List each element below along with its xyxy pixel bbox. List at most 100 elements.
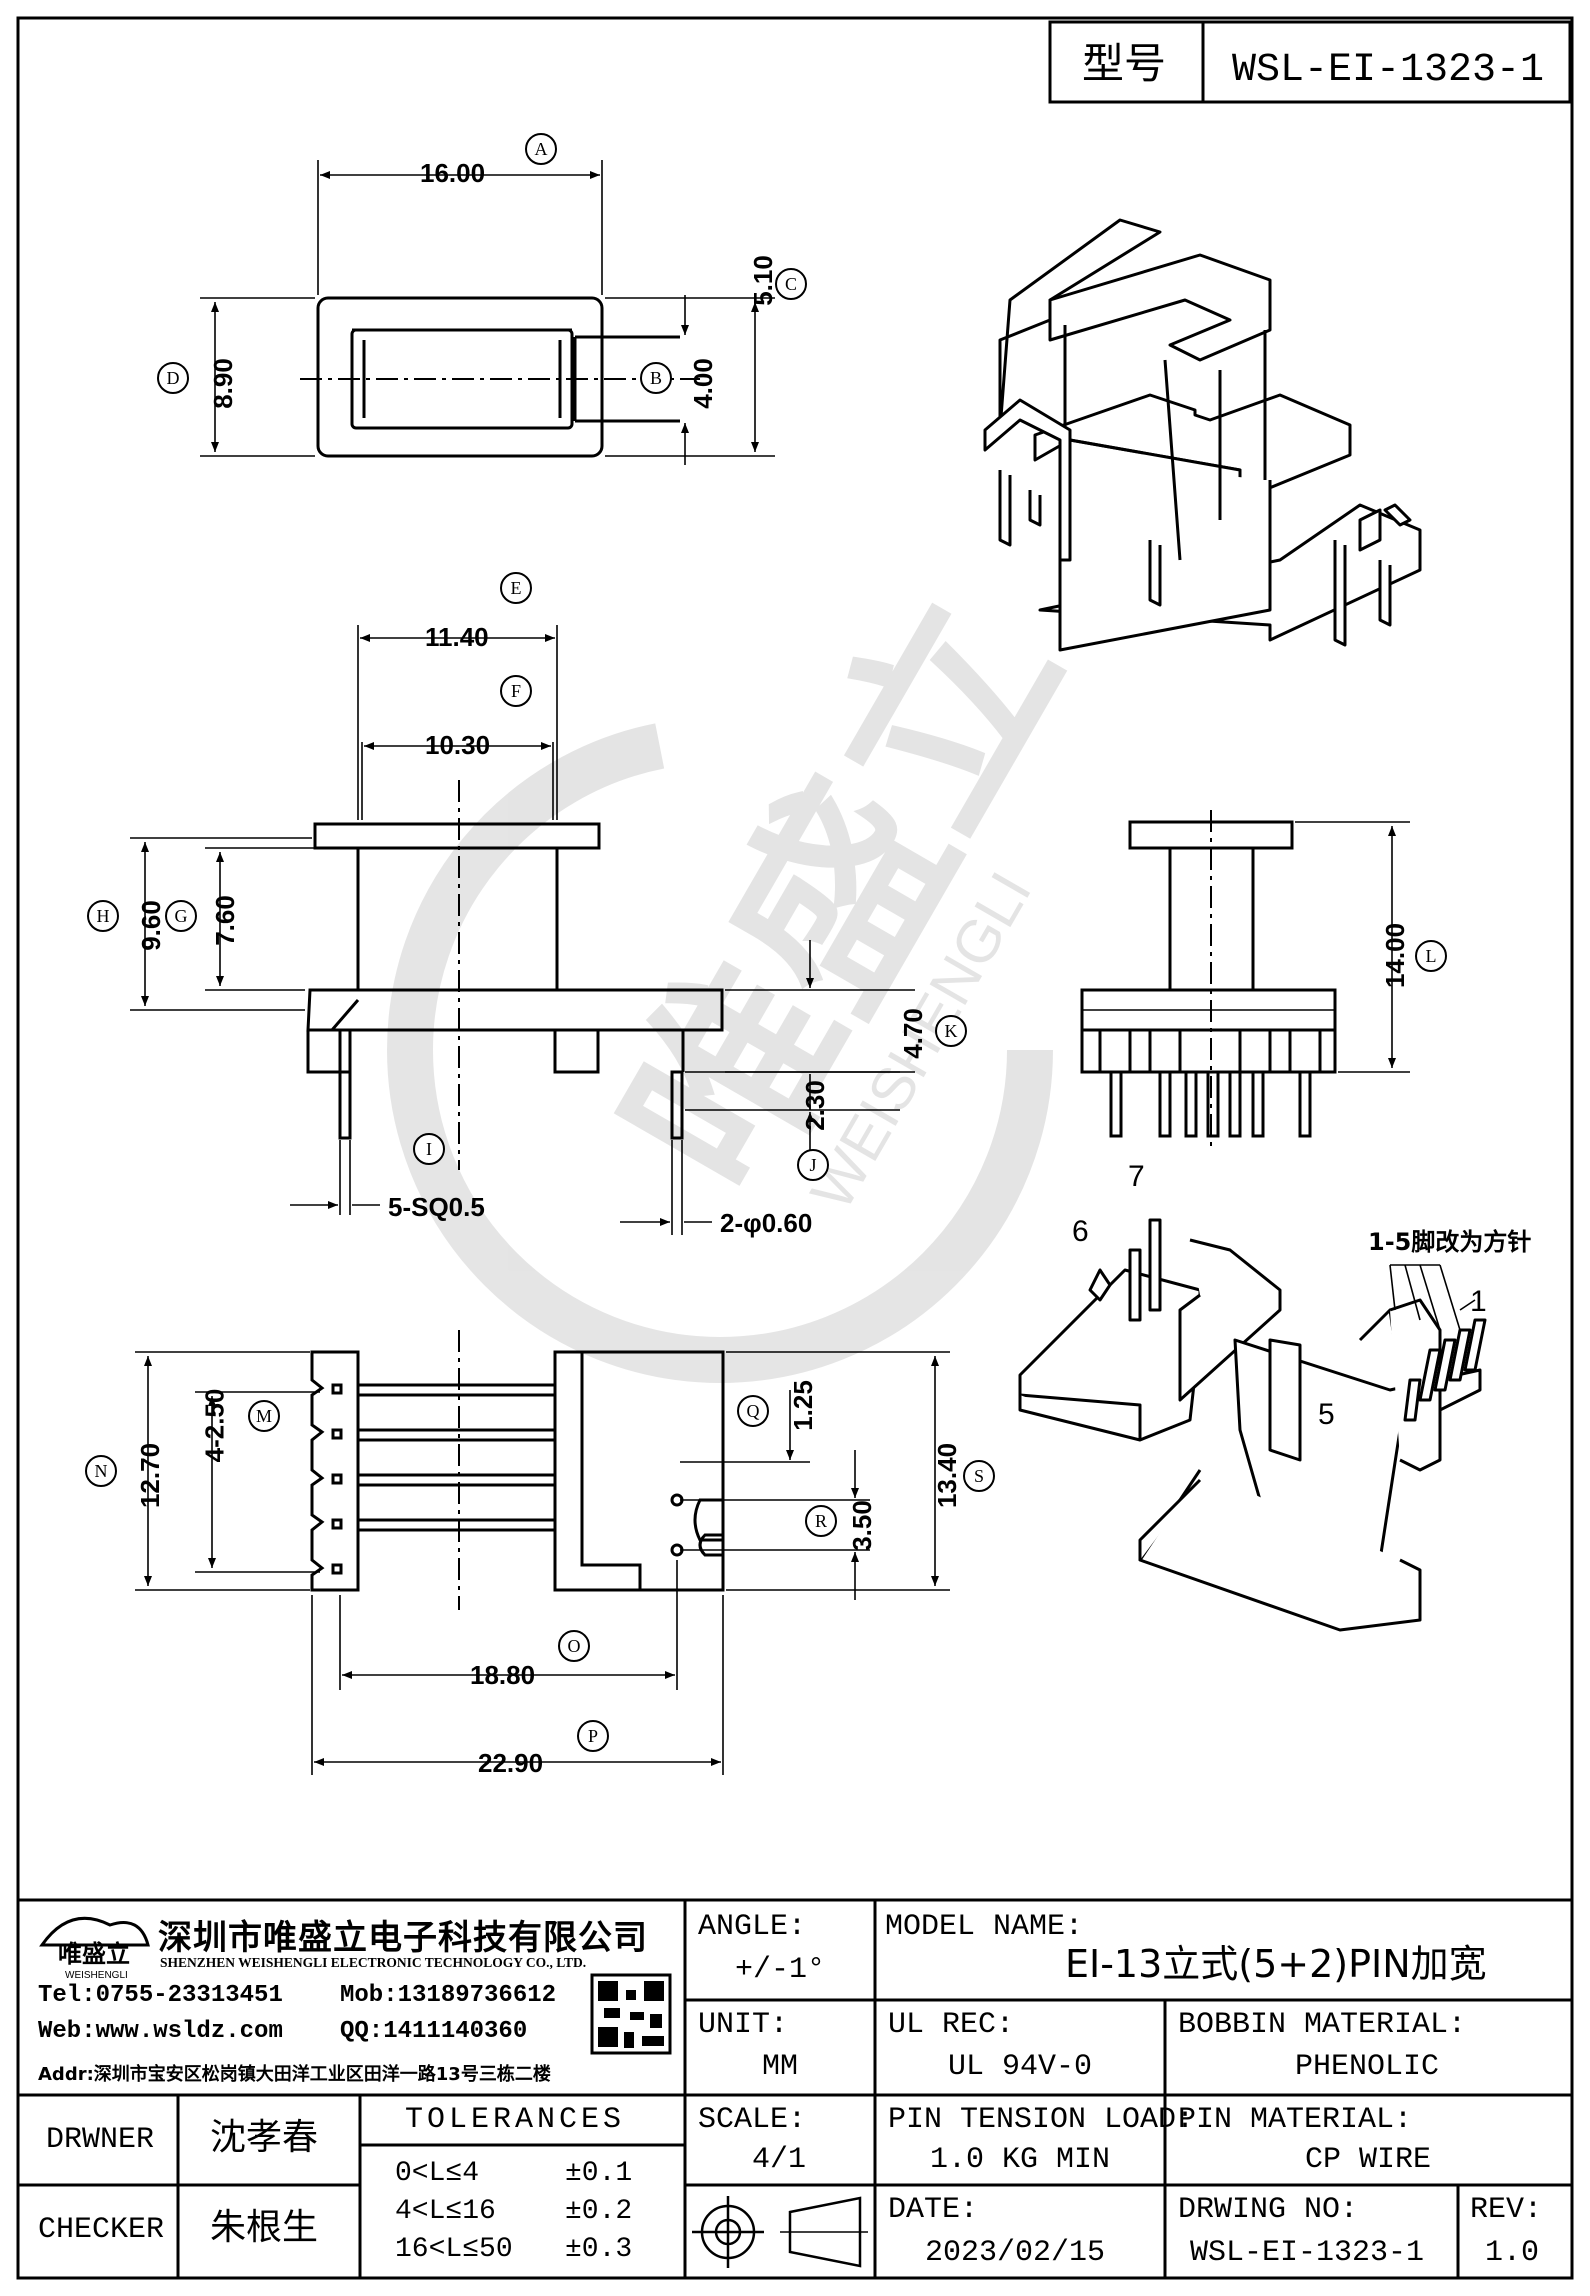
- top-view: [300, 296, 700, 458]
- iso-label-pin1: 1: [1470, 1285, 1487, 1318]
- rev-value: 1.0: [1485, 2236, 1540, 2270]
- balloon-P: P: [577, 1720, 609, 1752]
- ul-value: UL 94V-0: [948, 2050, 1093, 2084]
- balloon-E: E: [500, 572, 532, 604]
- unit-value: MM: [762, 2050, 799, 2084]
- company-addr: Addr:深圳市宝安区松岗镇大田洋工业区田洋一路13号三栋二楼: [38, 2064, 551, 2085]
- tolerance-value-3: ±0.3: [565, 2234, 633, 2265]
- dim-D-value: 8.90: [207, 358, 238, 409]
- balloon-C: C: [775, 268, 807, 300]
- balloon-M: M: [248, 1400, 280, 1432]
- top-view-dims: [200, 160, 775, 465]
- drawing-frame: [16, 16, 1574, 2280]
- dim-H-value: 9.60: [135, 900, 166, 951]
- balloon-H: H: [87, 900, 119, 932]
- pin-tension-value: 1.0 KG MIN: [930, 2143, 1111, 2177]
- company-name-cn: 深圳市唯盛立电子科技有限公司: [158, 1918, 648, 1958]
- company-logo: 唯盛立 WEISHENGLI: [39, 1916, 150, 1981]
- logo-cn: 唯盛立: [58, 1940, 130, 1968]
- tolerance-range-1: 0<L≤4: [395, 2158, 480, 2189]
- bottom-view-dims: [135, 1351, 950, 1775]
- balloon-A: A: [525, 133, 557, 165]
- company-name-en: SHENZHEN WEISHENGLI ELECTRONIC TECHNOLOG…: [160, 1955, 587, 1970]
- dim-R-value: 3.50: [846, 1500, 877, 1551]
- iso-label-pin7: 7: [1128, 1160, 1145, 1193]
- drawing-no-label: DRWING NO:: [1178, 2193, 1359, 2227]
- header-model-box: 型号 WSL-EI-1323-1: [1048, 20, 1572, 104]
- dim-F-value: 10.30: [425, 730, 491, 760]
- drawer-label: DRWNER: [46, 2123, 155, 2157]
- balloon-R: R: [805, 1505, 837, 1537]
- dim-C-value: 5.10: [747, 255, 778, 306]
- pin-material-value: CP WIRE: [1305, 2143, 1432, 2177]
- pin-tension-label: PIN TENSION LOAD:: [888, 2103, 1195, 2137]
- tolerance-range-2: 4<L≤16: [395, 2196, 496, 2227]
- balloon-B: B: [640, 362, 672, 394]
- ul-label: UL REC:: [888, 2008, 1015, 2042]
- company-tel: Tel:0755-23313451: [38, 1982, 283, 2009]
- bobbin-label: BOBBIN MATERIAL:: [1178, 2008, 1467, 2042]
- angle-label: ANGLE:: [698, 1910, 807, 1944]
- balloon-K: K: [935, 1015, 967, 1047]
- drawing-no-value: WSL-EI-1323-1: [1190, 2236, 1425, 2270]
- dim-B-value: 4.00: [687, 358, 718, 409]
- dim-L-value: 14.00: [1380, 922, 1411, 989]
- dim-P-value: 22.90: [478, 1748, 544, 1778]
- bottom-view: [310, 1330, 725, 1610]
- balloon-J: J: [797, 1149, 829, 1181]
- header-model-label: 型号: [1082, 39, 1166, 88]
- balloon-I: I: [413, 1133, 445, 1165]
- dim-M-value: 4-2.50: [199, 1388, 230, 1463]
- date-label: DATE:: [888, 2193, 979, 2227]
- front-view: [306, 780, 724, 1170]
- bobbin-value: PHENOLIC: [1295, 2050, 1440, 2084]
- qr-code: [590, 1973, 672, 2055]
- dim-N-value: 12.70: [135, 1442, 166, 1509]
- projection-symbol: [692, 2196, 868, 2268]
- dim-J-value: 2.30: [799, 1080, 830, 1131]
- rev-label: REV:: [1470, 2193, 1543, 2227]
- company-mob: Mob:13189736612: [340, 1982, 557, 2009]
- iso-note-leaders: [1389, 1264, 1476, 1331]
- date-value: 2023/02/15: [925, 2236, 1106, 2270]
- pin-material-label: PIN MATERIAL:: [1178, 2103, 1413, 2137]
- dim-E-value: 11.40: [425, 622, 489, 652]
- angle-value: +/-1°: [735, 1953, 826, 1987]
- company-web: Web:www.wsldz.com: [38, 2018, 283, 2045]
- front-view-dims: [130, 625, 915, 1235]
- iso-label-pin6: 6: [1072, 1215, 1089, 1248]
- balloon-O: O: [558, 1630, 590, 1662]
- checker-value: 朱根生: [210, 2207, 319, 2248]
- balloon-L: L: [1415, 940, 1447, 972]
- dim-J2-value: 2-φ0.60: [720, 1208, 813, 1238]
- checker-label: CHECKER: [38, 2213, 165, 2247]
- tolerance-value-2: ±0.2: [565, 2196, 633, 2227]
- tolerance-value-1: ±0.1: [565, 2158, 633, 2189]
- scale-label: SCALE:: [698, 2103, 807, 2137]
- iso-view-bottom: [1018, 1218, 1487, 1632]
- dim-S-value: 13.40: [932, 1442, 963, 1509]
- title-block-grid: [18, 1898, 1572, 2278]
- model-name-value: EI-13立式(5+2)PIN加宽: [1065, 1942, 1487, 1986]
- company-qq: QQ:1411140360: [340, 2018, 528, 2045]
- header-model-value: WSL-EI-1323-1: [1232, 48, 1544, 93]
- drawer-value: 沈孝春: [210, 2117, 319, 2158]
- dim-K-value: 4.70: [897, 1008, 928, 1059]
- scale-value: 4/1: [752, 2143, 807, 2177]
- balloon-S: S: [963, 1460, 995, 1492]
- balloon-Q: Q: [737, 1395, 769, 1427]
- dim-O-value: 18.80: [470, 1660, 536, 1690]
- logo-en: WEISHENGLI: [65, 1970, 128, 1981]
- dim-A-value: 16.00: [420, 158, 486, 188]
- side-view: [1080, 810, 1337, 1150]
- model-name-label: MODEL NAME:: [885, 1910, 1084, 1944]
- iso-note: 1-5脚改为方针: [1368, 1228, 1532, 1256]
- iso-view-top: [983, 218, 1422, 652]
- side-view-dims: [1295, 821, 1410, 1073]
- iso-label-pin5: 5: [1318, 1398, 1335, 1431]
- dim-I-value: 5-SQ0.5: [388, 1192, 485, 1222]
- tolerance-range-3: 16<L≤50: [395, 2234, 513, 2265]
- balloon-G: G: [165, 900, 197, 932]
- balloon-F: F: [500, 675, 532, 707]
